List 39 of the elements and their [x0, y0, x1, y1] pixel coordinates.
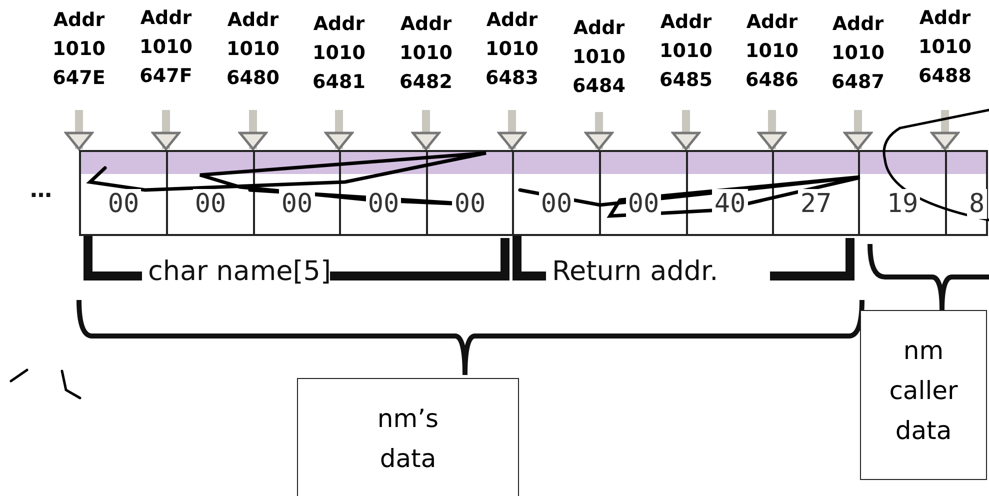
memory-cell: [599, 150, 686, 236]
address-arrow: [930, 110, 960, 150]
memory-cell: [166, 150, 253, 236]
memory-cell: [79, 150, 166, 236]
text-box: [297, 378, 519, 496]
address-arrow: [584, 112, 614, 150]
byte-value: 8: [967, 189, 987, 219]
address-arrow: [672, 110, 700, 150]
memory-cell: [686, 150, 772, 236]
memory-cell: [945, 150, 988, 236]
address-label: Addr 1010 647E: [52, 8, 106, 91]
address-label: Addr 1010 647F: [140, 6, 192, 89]
address-label: Addr 1010 6480: [226, 8, 280, 91]
ellipsis: …: [30, 178, 52, 203]
box-text: nm’s data: [377, 403, 439, 475]
memory-cell: [772, 150, 858, 236]
text-box: [860, 310, 987, 480]
address-arrow: [412, 110, 440, 150]
memory-cell: [512, 150, 599, 236]
address-label: Addr 1010 6484: [572, 16, 626, 99]
address-arrow: [844, 110, 872, 150]
address-arrow: [152, 110, 180, 150]
address-arrow: [758, 110, 786, 150]
address-label: Addr 1010 6481: [312, 12, 366, 95]
bracket-label: Return addr.: [552, 256, 718, 287]
address-label: Addr 1010 6482: [400, 12, 452, 95]
address-label: Addr 1010 6485: [660, 10, 712, 93]
address-label: Addr 1010 6488: [918, 6, 972, 89]
address-arrow: [64, 110, 94, 150]
box-text: nm caller data: [889, 335, 958, 447]
address-arrow: [238, 110, 268, 150]
address-arrow: [324, 110, 354, 150]
memory-cell: [858, 150, 945, 236]
bracket-label: char name[5]: [148, 256, 332, 287]
address-label: Addr 1010 6486: [746, 10, 798, 93]
address-label: Addr 1010 6487: [832, 12, 884, 95]
address-arrow: [498, 110, 526, 150]
memory-cell: [426, 150, 512, 236]
address-label: Addr 1010 6483: [486, 8, 538, 91]
